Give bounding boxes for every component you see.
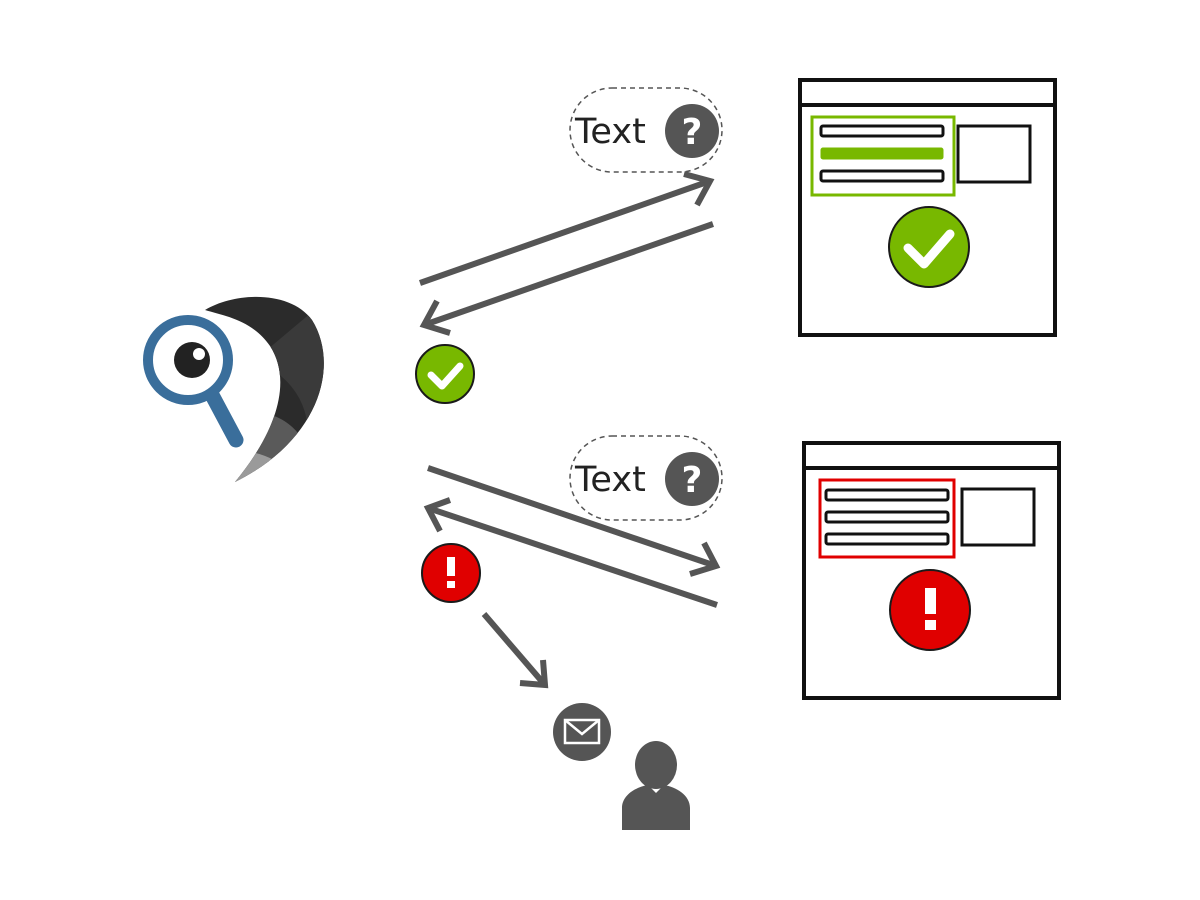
query-label: Text [574,460,646,500]
notify-arrow [481,612,549,689]
failure-flow: Text ? [421,435,1061,830]
response-arrow-success [419,221,714,336]
question-icon: ? [665,452,719,506]
exclamation-icon [421,543,481,603]
svg-text:?: ? [682,460,703,501]
query-bubble-failure: Text ? [569,435,723,521]
exclamation-icon [889,569,971,651]
web-page-success [798,78,1057,337]
check-icon [888,206,970,288]
user-icon [622,741,690,830]
page-image-placeholder [960,487,1036,547]
svg-text:?: ? [682,112,703,153]
response-arrow-failure [423,497,718,608]
matched-line [820,147,944,160]
eye-icon [174,342,210,378]
logo [143,296,324,482]
check-icon [415,344,475,404]
page-image-placeholder [956,124,1032,184]
eye-highlight [193,348,205,360]
mail-icon [553,703,611,761]
success-flow: Text ? [415,78,1057,404]
query-bubble-success: Text ? [569,87,723,173]
web-page-failure [802,441,1061,700]
magnifier-handle [204,387,244,448]
question-icon: ? [665,104,719,158]
highlight-box-success [810,115,956,197]
request-arrow-failure [427,465,721,577]
query-label: Text [574,112,646,152]
request-arrow-success [419,171,715,286]
highlight-box-failure [818,478,956,559]
